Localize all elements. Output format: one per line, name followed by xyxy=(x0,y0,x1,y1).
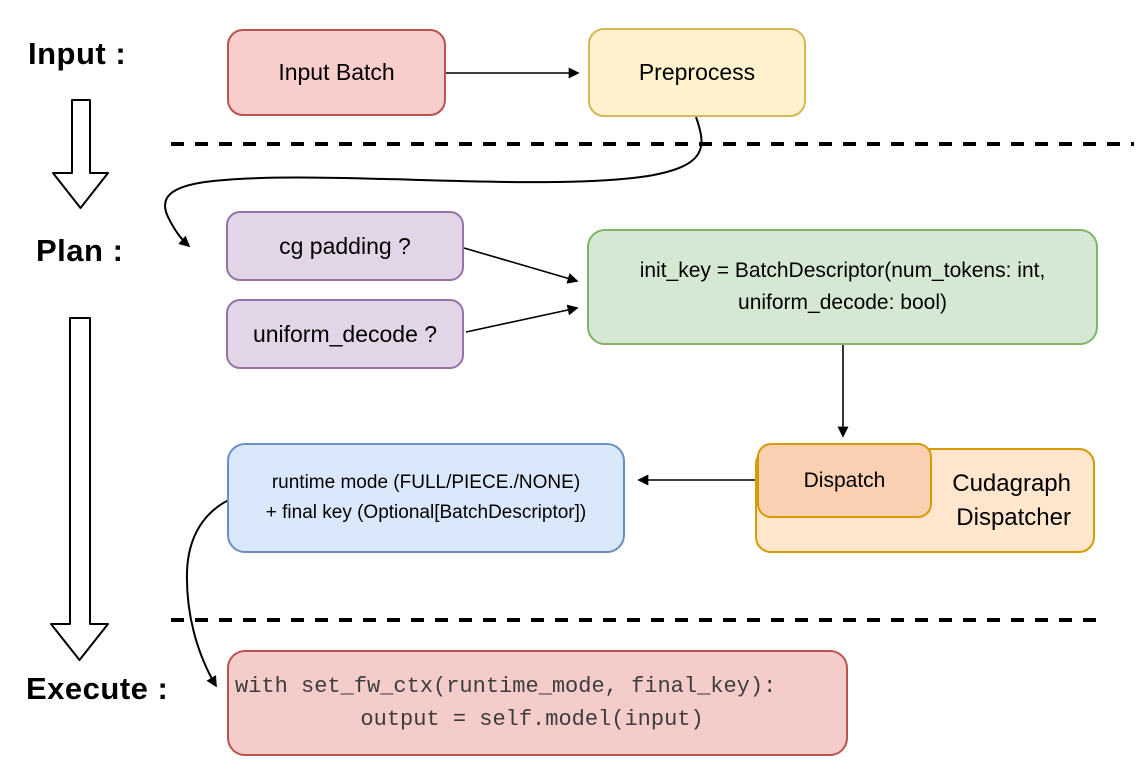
node-runtime-mode-line1: runtime mode (FULL/PIECE./NONE) xyxy=(271,472,581,493)
node-cudagraph-dispatcher-line2: Dispatcher xyxy=(956,503,1071,531)
node-init-key: init_key = BatchDescriptor(num_tokens: i… xyxy=(587,229,1098,345)
node-input-batch: Input Batch xyxy=(227,29,446,116)
node-runtime-mode-line2: + final key (Optional[BatchDescriptor]) xyxy=(265,502,587,523)
node-cudagraph-dispatcher-line1: Cudagraph xyxy=(952,469,1071,497)
node-uniform-decode-label: uniform_decode ? xyxy=(252,320,438,347)
node-dispatch-label: Dispatch xyxy=(803,468,886,492)
stage-label-input: Input : xyxy=(28,36,127,71)
execute-code-line1: with set_fw_ctx(runtime_mode, final_key)… xyxy=(235,674,777,699)
stage-label-plan: Plan : xyxy=(36,233,124,268)
node-uniform-decode: uniform_decode ? xyxy=(226,299,464,369)
edge-uniform-decode-to-init-key xyxy=(465,304,579,333)
hollow-arrow-plan-to-execute xyxy=(50,317,109,661)
execute-code-block: with set_fw_ctx(runtime_mode, final_key)… xyxy=(229,670,776,736)
execute-code-line2: output = self.model(input) xyxy=(307,707,704,732)
node-init-key-line2: uniform_decode: bool) xyxy=(738,291,947,314)
node-preprocess: Preprocess xyxy=(588,28,806,117)
node-runtime-mode: runtime mode (FULL/PIECE./NONE) + final … xyxy=(227,443,625,553)
stage-label-execute: Execute : xyxy=(26,671,169,706)
node-init-key-line1: init_key = BatchDescriptor(num_tokens: i… xyxy=(639,259,1046,282)
node-cg-padding: cg padding ? xyxy=(226,211,464,281)
edge-cg-padding-to-init-key xyxy=(463,247,579,284)
node-input-batch-label: Input Batch xyxy=(278,59,395,85)
hollow-arrow-input-to-plan xyxy=(52,99,109,209)
node-preprocess-label: Preprocess xyxy=(638,59,756,85)
node-dispatch: Dispatch xyxy=(757,443,932,518)
node-execute-code: with set_fw_ctx(runtime_mode, final_key)… xyxy=(227,650,848,756)
node-cg-padding-label: cg padding ? xyxy=(279,232,411,259)
